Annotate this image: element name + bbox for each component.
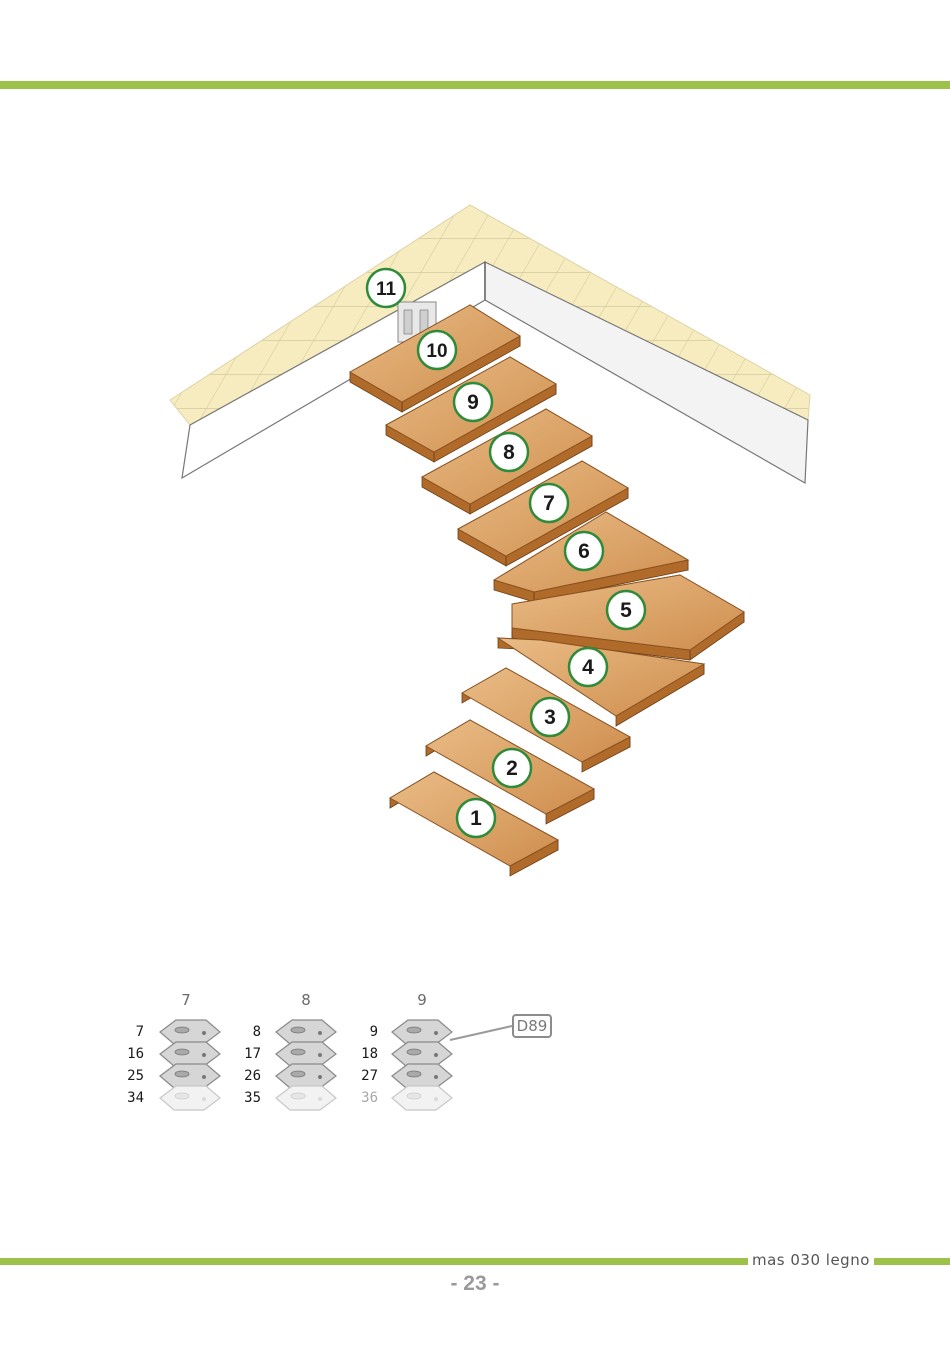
part-number: 17: [244, 1046, 261, 1062]
bracket-part-icon: [275, 1041, 337, 1067]
part-number: 8: [252, 1024, 261, 1040]
part-code-label: D89: [512, 1014, 552, 1038]
step-labels: 1 2 3 4 5 6 7 8 9 10 11: [365, 267, 647, 839]
step-label-ring: [452, 381, 494, 423]
part-number: 34: [127, 1090, 144, 1106]
bracket-part-icon: [159, 1063, 221, 1089]
bracket-part-icon: [275, 1019, 337, 1045]
step-label-ring: [455, 797, 497, 839]
step-label-ring: [416, 329, 458, 371]
parts-icons: [159, 1019, 453, 1111]
step-label-2: 2: [506, 757, 518, 780]
step-label-ring: [567, 646, 609, 688]
step-label-ring: [563, 530, 605, 572]
part-number: 36: [361, 1090, 378, 1106]
bracket-part-icon: [391, 1085, 453, 1111]
step-label-ring: [605, 589, 647, 631]
step-label-11: 11: [376, 279, 397, 300]
part-number: 26: [244, 1068, 261, 1084]
step-label-3: 3: [544, 706, 556, 729]
column-header-3: 9: [417, 991, 427, 1009]
bracket-part-icon: [391, 1019, 453, 1045]
top-rule: [0, 81, 950, 89]
column-header-1: 7: [181, 991, 191, 1009]
part-number: 9: [369, 1024, 378, 1040]
bracket-part-icon: [391, 1063, 453, 1089]
part-number: 16: [127, 1046, 144, 1062]
part-number: 35: [244, 1090, 261, 1106]
part-number: 27: [361, 1068, 378, 1084]
step-label-ring: [528, 482, 570, 524]
product-name: mas 030 legno: [752, 1251, 870, 1269]
part-number: 25: [127, 1068, 144, 1084]
column-header-2: 8: [301, 991, 311, 1009]
bottom-rule-end: [874, 1258, 950, 1265]
step-label-8: 8: [503, 441, 515, 464]
part-number: 7: [135, 1024, 144, 1040]
step-label-7: 7: [543, 492, 555, 515]
bracket-part-icon: [159, 1041, 221, 1067]
step-label-5: 5: [620, 599, 632, 622]
page-number: - 23 -: [450, 1272, 500, 1295]
bracket-part-icon: [391, 1041, 453, 1067]
step-label-9: 9: [467, 391, 479, 414]
step-label-4: 4: [582, 656, 594, 679]
step-label-ring: [488, 431, 530, 473]
bracket-part-icon: [275, 1063, 337, 1089]
step-label-10: 10: [426, 341, 447, 362]
bottom-rule: [0, 1258, 748, 1265]
step-label-ring: [365, 267, 407, 309]
bracket-part-icon: [159, 1019, 221, 1045]
stair-treads: [348, 304, 745, 877]
step-label-1: 1: [470, 807, 482, 830]
bracket-part-icon: [159, 1085, 221, 1111]
step-label-ring: [491, 747, 533, 789]
step-label-ring: [529, 696, 571, 738]
code-leader-line: [449, 1025, 513, 1041]
part-number: 18: [361, 1046, 378, 1062]
step-label-6: 6: [578, 540, 590, 563]
bracket-part-icon: [275, 1085, 337, 1111]
